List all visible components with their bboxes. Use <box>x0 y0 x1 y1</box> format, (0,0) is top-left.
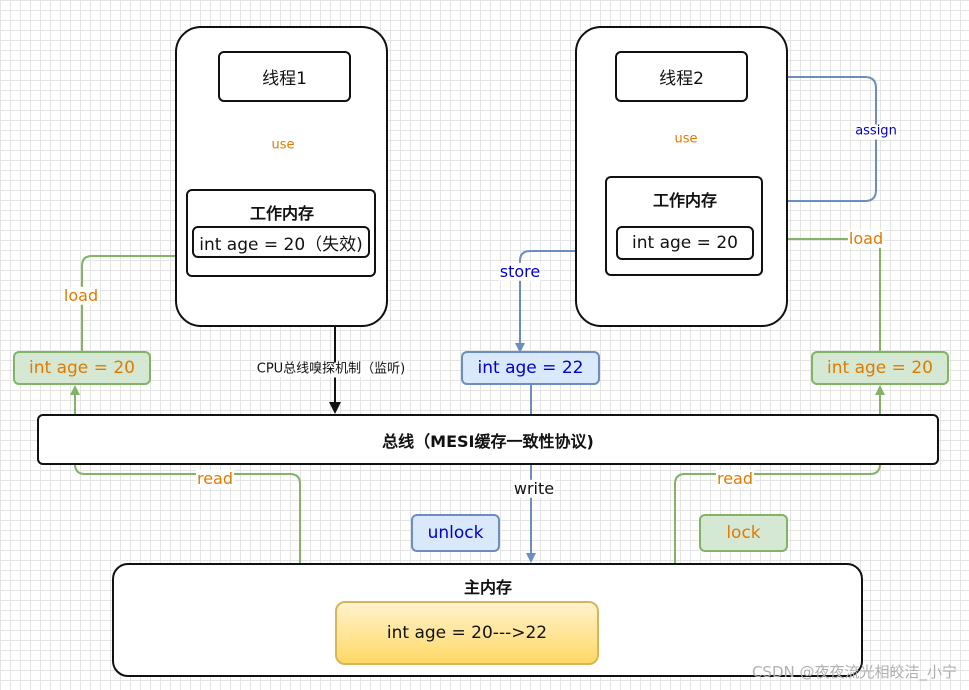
thread2-age-value: int age = 20 <box>616 226 754 260</box>
read-label-right: read <box>715 468 755 489</box>
watermark: CSDN @夜夜流光相皎洁_小宁 <box>751 663 957 681</box>
lock-box: lock <box>699 514 788 552</box>
bus-bar: 总线（MESI缓存一致性协议) <box>37 414 939 465</box>
read-arrow-left <box>70 385 301 563</box>
right-copy-box: int age = 20 <box>811 351 949 385</box>
left-copy-box: int age = 20 <box>13 351 151 385</box>
snoop-label: CPU总线嗅探机制（监听) <box>255 361 407 378</box>
read-arrow-right <box>674 385 885 563</box>
store-copy-box: int age = 22 <box>461 351 600 385</box>
assign-label: assign <box>854 123 898 140</box>
load-arrow-left <box>81 251 188 351</box>
main-memory-title: 主内存 <box>463 578 513 597</box>
use-label-right: use <box>673 131 699 148</box>
use-label-left: use <box>270 137 296 154</box>
write-label: write <box>512 478 556 499</box>
thread1-work-memory-title: 工作内存 <box>249 204 315 223</box>
thread1-node: 线程1 <box>218 51 351 102</box>
read-label-left: read <box>195 468 235 489</box>
main-memory-value: int age = 20--->22 <box>335 601 599 665</box>
thread2-work-memory-title: 工作内存 <box>652 191 718 210</box>
thread1-age-value: int age = 20（失效) <box>192 226 370 258</box>
load-label-right: load <box>847 228 885 249</box>
store-arrow <box>515 250 605 353</box>
load-label-left: load <box>62 285 100 306</box>
thread2-node: 线程2 <box>615 51 748 102</box>
unlock-box: unlock <box>411 514 500 552</box>
store-label: store <box>498 261 542 282</box>
